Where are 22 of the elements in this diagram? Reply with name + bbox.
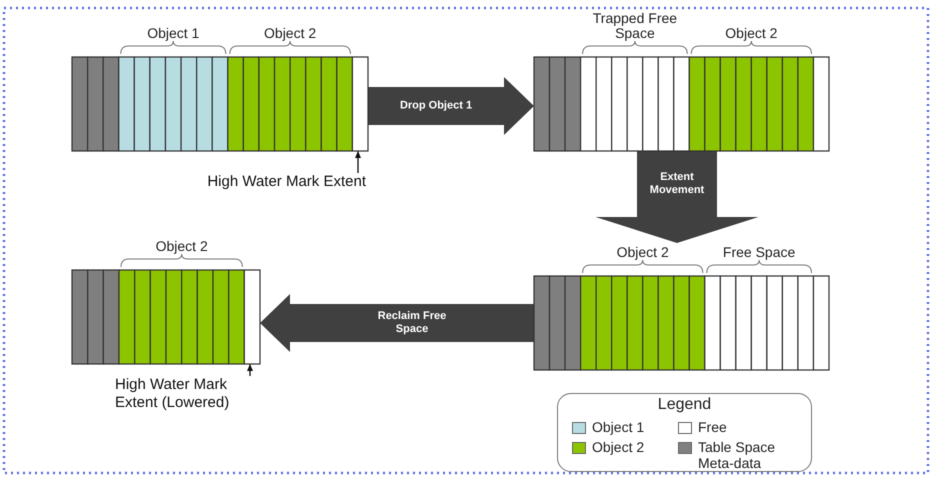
annotation-text: High Water Mark Extent [206,173,366,191]
block-arrow [596,151,758,243]
block-arrow [260,294,534,352]
segment-label: Free Space [722,245,796,260]
edge-label: Reclaim Free Space [376,310,448,336]
legend-title: Legend [656,396,712,414]
segment-label: Object 2 [724,26,778,41]
segment-label: Trapped Free Space [592,11,678,41]
legend-text: Free [698,419,728,435]
annotation-text: High Water Mark Extent (Lowered) [115,376,230,412]
legend-text: Object 1 [592,419,646,435]
edge-label: Drop Object 1 [398,100,474,112]
legend-text: Table Space Meta-data [698,439,776,471]
leader-arrow [355,151,361,173]
segment-label: Object 2 [263,26,318,41]
edge-label: Extent Movement [648,171,706,197]
block-arrow [368,77,534,135]
legend-text: Object 2 [592,439,646,455]
segment-label: Object 2 [616,245,670,260]
segment-label: Object 1 [146,26,200,41]
leader-arrow [247,364,253,376]
segment-label: Object 2 [154,239,209,254]
